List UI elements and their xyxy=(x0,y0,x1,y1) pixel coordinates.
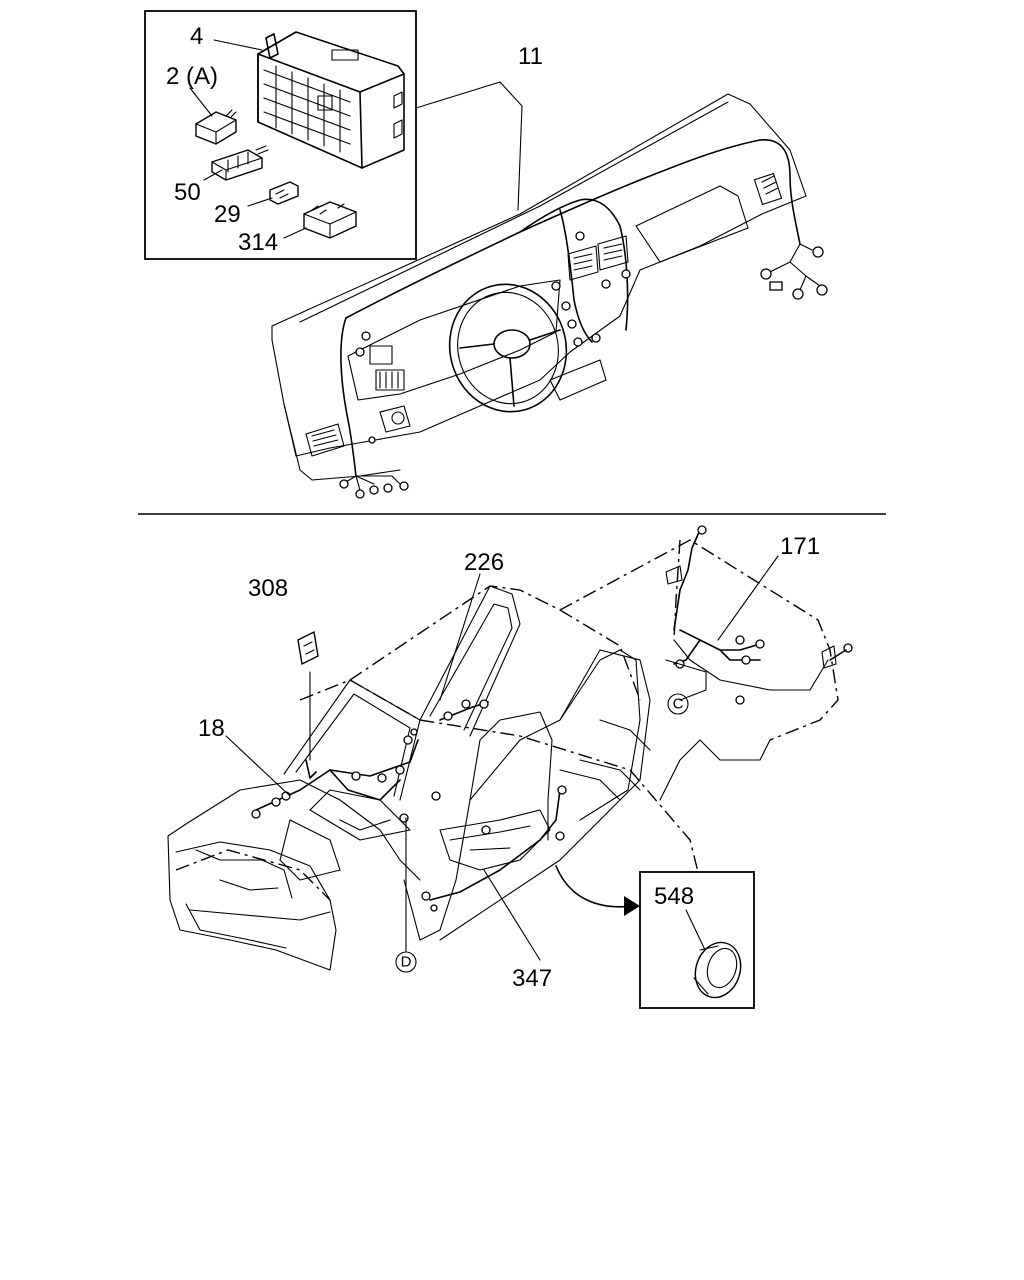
label-part-18: 18 xyxy=(198,715,225,742)
label-part-2a: 2 (A) xyxy=(166,63,218,90)
grommet-548 xyxy=(693,941,742,999)
fuse-box-4 xyxy=(257,31,405,169)
fuse-relay-inset xyxy=(144,10,417,260)
label-part-4: 4 xyxy=(190,23,203,50)
label-part-308: 308 xyxy=(248,575,288,602)
relay-2a xyxy=(195,109,237,145)
switch-308 xyxy=(297,630,319,666)
label-part-314: 314 xyxy=(238,229,278,256)
label-part-226: 226 xyxy=(464,549,504,576)
ref-circle-d xyxy=(395,951,417,973)
grommet-inset xyxy=(555,865,755,1009)
connector-314 xyxy=(303,201,357,239)
label-part-11: 11 xyxy=(518,43,543,70)
label-part-29: 29 xyxy=(214,201,241,228)
label-part-548: 548 xyxy=(654,883,694,910)
label-ref-c: C xyxy=(673,696,684,713)
label-part-171: 171 xyxy=(780,533,820,560)
vehicle-body xyxy=(167,525,853,971)
label-part-50: 50 xyxy=(174,179,201,206)
dashboard-harness-11 xyxy=(271,81,828,499)
relay-50 xyxy=(211,145,269,181)
label-ref-d: D xyxy=(401,954,412,971)
fuse-29 xyxy=(269,181,299,205)
label-part-347: 347 xyxy=(512,965,552,992)
ref-circle-c xyxy=(667,693,689,715)
